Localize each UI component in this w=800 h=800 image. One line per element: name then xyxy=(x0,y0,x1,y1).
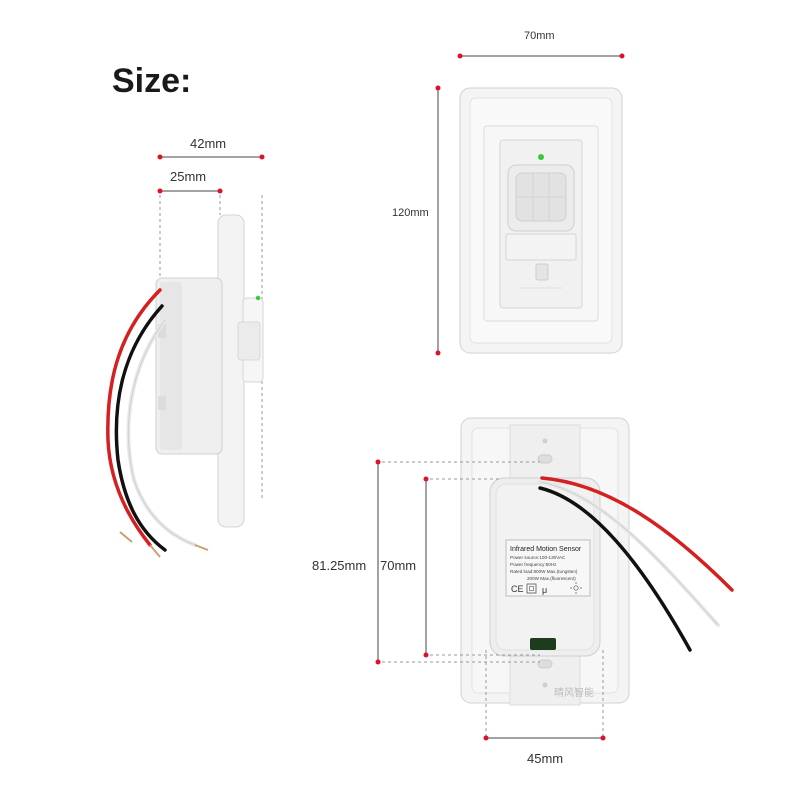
dim-back-inner-height: 70mm xyxy=(380,558,417,573)
dim-side-body: 25mm xyxy=(170,169,207,184)
size-heading: Size: xyxy=(112,62,192,100)
watermark: 晴风智能 xyxy=(554,688,594,699)
dim-front-width: 70mm xyxy=(524,30,555,42)
front-view xyxy=(435,53,625,356)
label-line: 200W Max.(fluorescent) xyxy=(527,576,576,581)
dim-back-outer-height: 81.25mm xyxy=(312,558,367,573)
dim-back-width: 45mm xyxy=(527,751,564,766)
back-view: Infrared Motion Sensor Power source:100-… xyxy=(375,417,734,741)
label-line: Rated load:800W Max.(tungsten) xyxy=(510,569,578,574)
ce-mark-icon: CE xyxy=(511,584,524,594)
label-line: Power frequency:50Hz xyxy=(510,562,557,567)
double-insulation-icon xyxy=(526,583,537,594)
label-line: Power source:100-130VAC xyxy=(510,555,566,560)
dim-side-total: 42mm xyxy=(190,136,227,151)
light-sensor-icon xyxy=(570,582,582,594)
micro-gap-icon: μ xyxy=(542,585,547,595)
dim-front-height: 120mm xyxy=(392,207,429,219)
side-view xyxy=(106,154,265,558)
label-title: Infrared Motion Sensor xyxy=(510,546,582,553)
